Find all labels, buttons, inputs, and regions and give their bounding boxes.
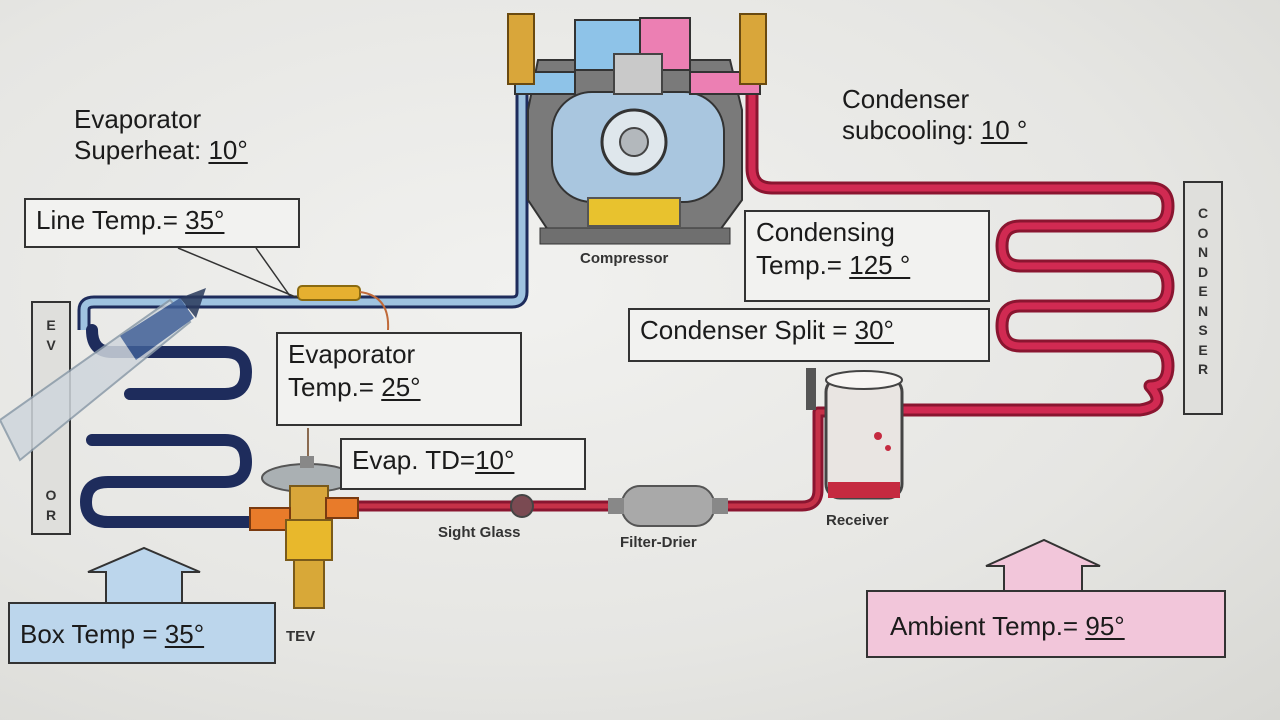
condensing-temp-box: Condensing Temp.= 125 ° bbox=[744, 210, 990, 302]
pen-overlay bbox=[0, 288, 206, 462]
condensing-temp-value: 125 ° bbox=[849, 249, 911, 280]
filter-drier bbox=[621, 485, 715, 527]
condenser-vertical-label: C O N D E N S E R bbox=[1197, 205, 1209, 377]
sensing-bulb bbox=[297, 285, 361, 301]
evap-td-box: Evap. TD=10° bbox=[340, 438, 586, 490]
sight-glass bbox=[510, 494, 534, 518]
evaporator-temp-box: Evaporator Temp.= 25° bbox=[276, 332, 522, 426]
line-temp-value: 35° bbox=[185, 205, 225, 235]
compressor bbox=[507, 13, 767, 245]
line-temp-box: Line Temp.= 35° bbox=[24, 198, 300, 248]
condenser-split-box: Condenser Split = 30° bbox=[628, 308, 990, 362]
box-temp-box: Box Temp = 35° bbox=[8, 602, 276, 664]
condenser-split-value: 30° bbox=[854, 315, 894, 345]
ambient-temp-value: 95° bbox=[1085, 611, 1125, 641]
evaporator-vertical-label-bottom: O R bbox=[45, 487, 57, 523]
filter-drier-label: Filter-Drier bbox=[620, 534, 697, 551]
box-temp-arrow bbox=[87, 546, 201, 605]
condenser-plate bbox=[1183, 181, 1223, 415]
tev-valve bbox=[249, 428, 359, 609]
receiver-label: Receiver bbox=[826, 512, 889, 529]
evaporator-temp-value: 25° bbox=[381, 371, 421, 402]
compressor-label: Compressor bbox=[580, 250, 669, 267]
box-temp-value: 35° bbox=[164, 619, 205, 649]
evaporator-vertical-label-top: E V bbox=[46, 317, 56, 353]
ambient-temp-box: Ambient Temp.= 95° bbox=[866, 590, 1226, 658]
receiver-tank bbox=[806, 368, 904, 500]
condenser-subcooling-value: 10 ° bbox=[980, 115, 1028, 146]
evaporator-coil bbox=[79, 324, 264, 528]
evaporator-superheat-value: 10° bbox=[208, 135, 248, 166]
sight-glass-label: Sight Glass bbox=[438, 524, 521, 541]
tev-label: TEV bbox=[286, 628, 316, 645]
condenser-subcooling-label: Condenser subcooling: 10 ° bbox=[842, 84, 1028, 146]
evap-td-value: 10° bbox=[475, 445, 515, 475]
evaporator-superheat-label: Evaporator Superheat: 10° bbox=[74, 104, 248, 166]
ambient-arrow bbox=[985, 538, 1101, 595]
